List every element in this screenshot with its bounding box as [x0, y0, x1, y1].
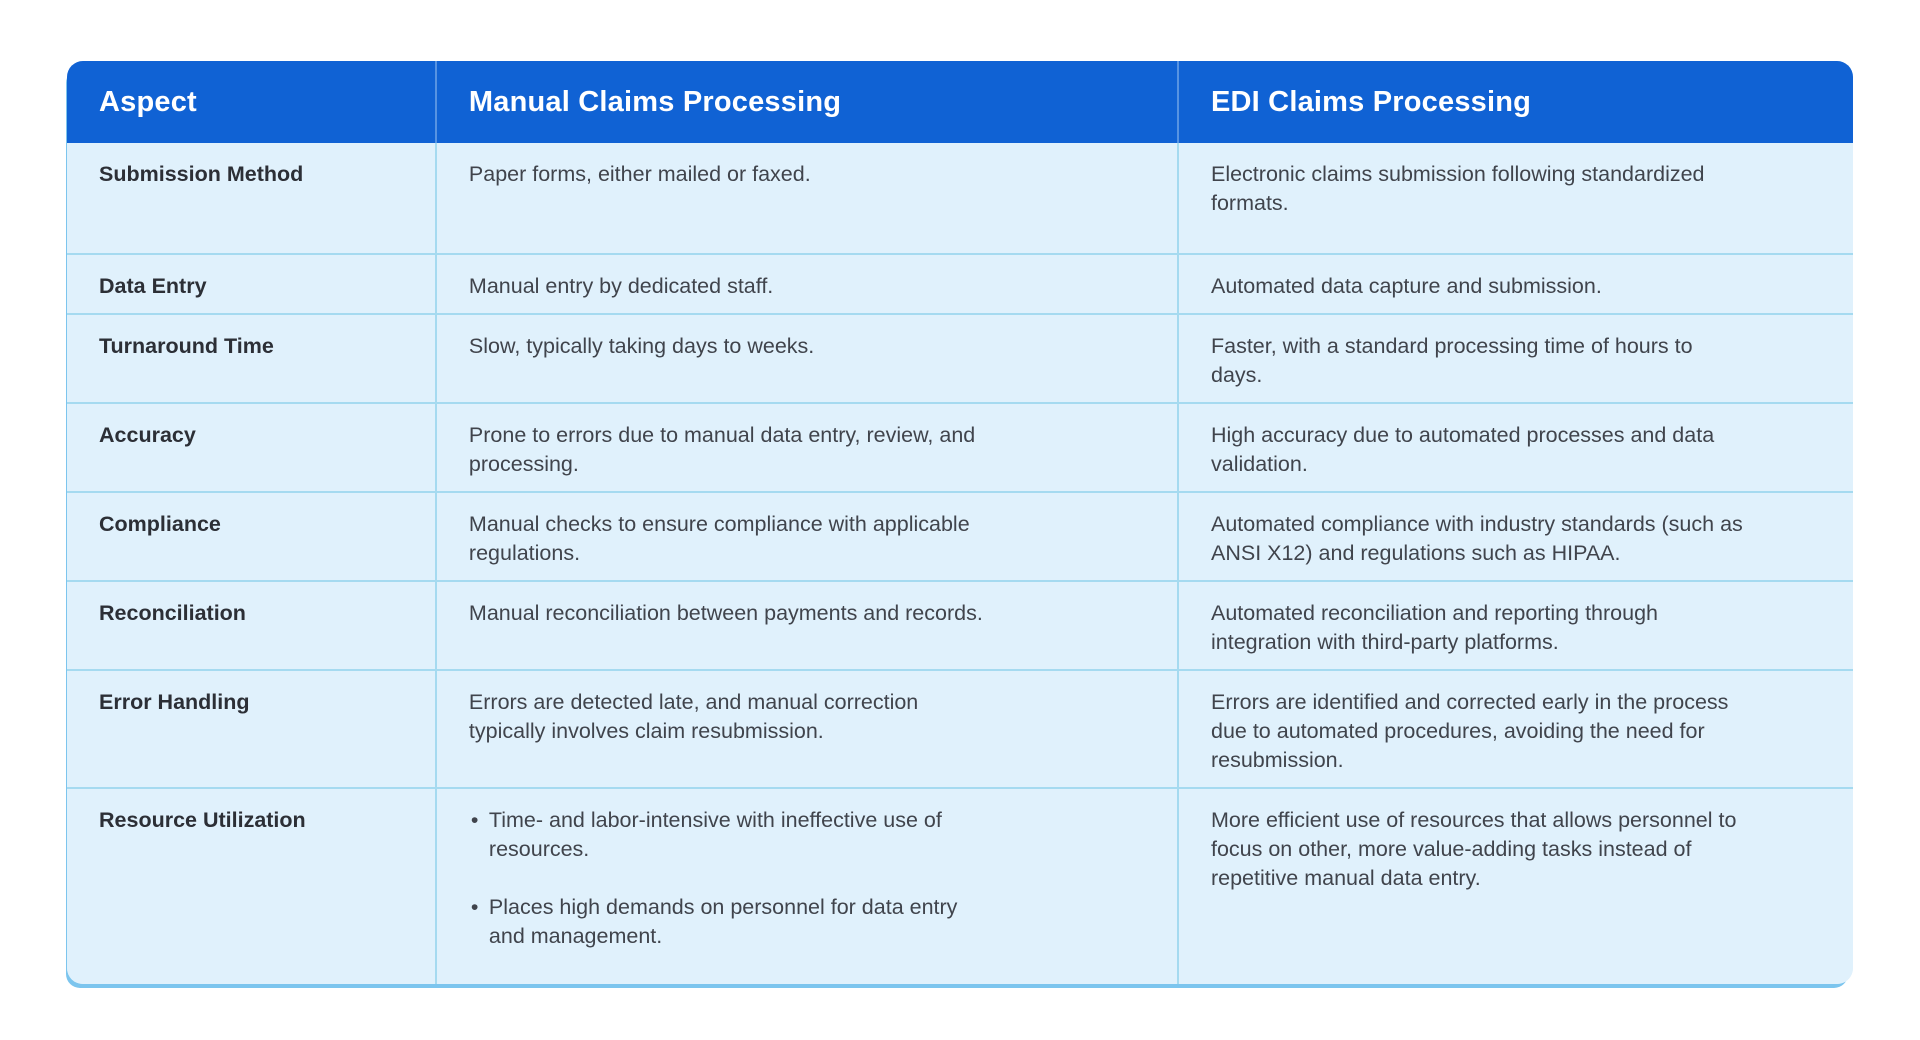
- table-row-data-entry: Data Entry Manual entry by dedicated sta…: [67, 253, 1853, 313]
- edi-cell: Automated compliance with industry stand…: [1176, 491, 1853, 580]
- aspect-cell: Submission Method: [67, 143, 435, 253]
- manual-cell: Manual entry by dedicated staff.: [434, 253, 1177, 313]
- comparison-table: Aspect Manual Claims Processing EDI Clai…: [67, 61, 1853, 984]
- table-row-reconciliation: Reconciliation Manual reconciliation bet…: [67, 580, 1853, 669]
- edi-cell: More efficient use of resources that all…: [1176, 787, 1853, 984]
- manual-cell: Slow, typically taking days to weeks.: [434, 313, 1177, 402]
- edi-cell: Automated reconciliation and reporting t…: [1176, 580, 1853, 669]
- column-header-edi-claims: EDI Claims Processing: [1176, 61, 1853, 143]
- manual-cell: Manual reconciliation between payments a…: [434, 580, 1177, 669]
- aspect-cell: Accuracy: [67, 402, 435, 491]
- column-header-manual-claims: Manual Claims Processing: [434, 61, 1177, 143]
- manual-cell: Paper forms, either mailed or faxed.: [434, 143, 1177, 253]
- claims-comparison-table: Aspect Manual Claims Processing EDI Clai…: [67, 61, 1853, 984]
- aspect-cell: Turnaround Time: [67, 313, 435, 402]
- aspect-cell: Data Entry: [67, 253, 435, 313]
- aspect-cell: Resource Utilization: [67, 787, 435, 984]
- table-header-row: Aspect Manual Claims Processing EDI Clai…: [67, 61, 1853, 143]
- table-row-error-handling: Error Handling Errors are detected late,…: [67, 669, 1853, 787]
- edi-cell: Automated data capture and submission.: [1176, 253, 1853, 313]
- table-row-compliance: Compliance Manual checks to ensure compl…: [67, 491, 1853, 580]
- edi-cell: Errors are identified and corrected earl…: [1176, 669, 1853, 787]
- aspect-cell: Error Handling: [67, 669, 435, 787]
- aspect-cell: Reconciliation: [67, 580, 435, 669]
- edi-cell: High accuracy due to automated processes…: [1176, 402, 1853, 491]
- manual-cell: Manual checks to ensure compliance with …: [434, 491, 1177, 580]
- manual-cell: Errors are detected late, and manual cor…: [434, 669, 1177, 787]
- aspect-cell: Compliance: [67, 491, 435, 580]
- table-row-accuracy: Accuracy Prone to errors due to manual d…: [67, 402, 1853, 491]
- manual-cell: Time- and labor-intensive with ineffecti…: [434, 787, 1177, 984]
- table-row-resource-utilization: Resource Utilization Time- and labor-int…: [67, 787, 1853, 984]
- edi-cell: Faster, with a standard processing time …: [1176, 313, 1853, 402]
- bullet-item: Time- and labor-intensive with ineffecti…: [469, 806, 997, 864]
- edi-cell: Electronic claims submission following s…: [1176, 143, 1853, 253]
- manual-cell: Prone to errors due to manual data entry…: [434, 402, 1177, 491]
- table-row-turnaround-time: Turnaround Time Slow, typically taking d…: [67, 313, 1853, 402]
- column-header-aspect: Aspect: [67, 61, 435, 143]
- bullet-item: Places high demands on personnel for dat…: [469, 893, 997, 951]
- table-row-submission-method: Submission Method Paper forms, either ma…: [67, 143, 1853, 253]
